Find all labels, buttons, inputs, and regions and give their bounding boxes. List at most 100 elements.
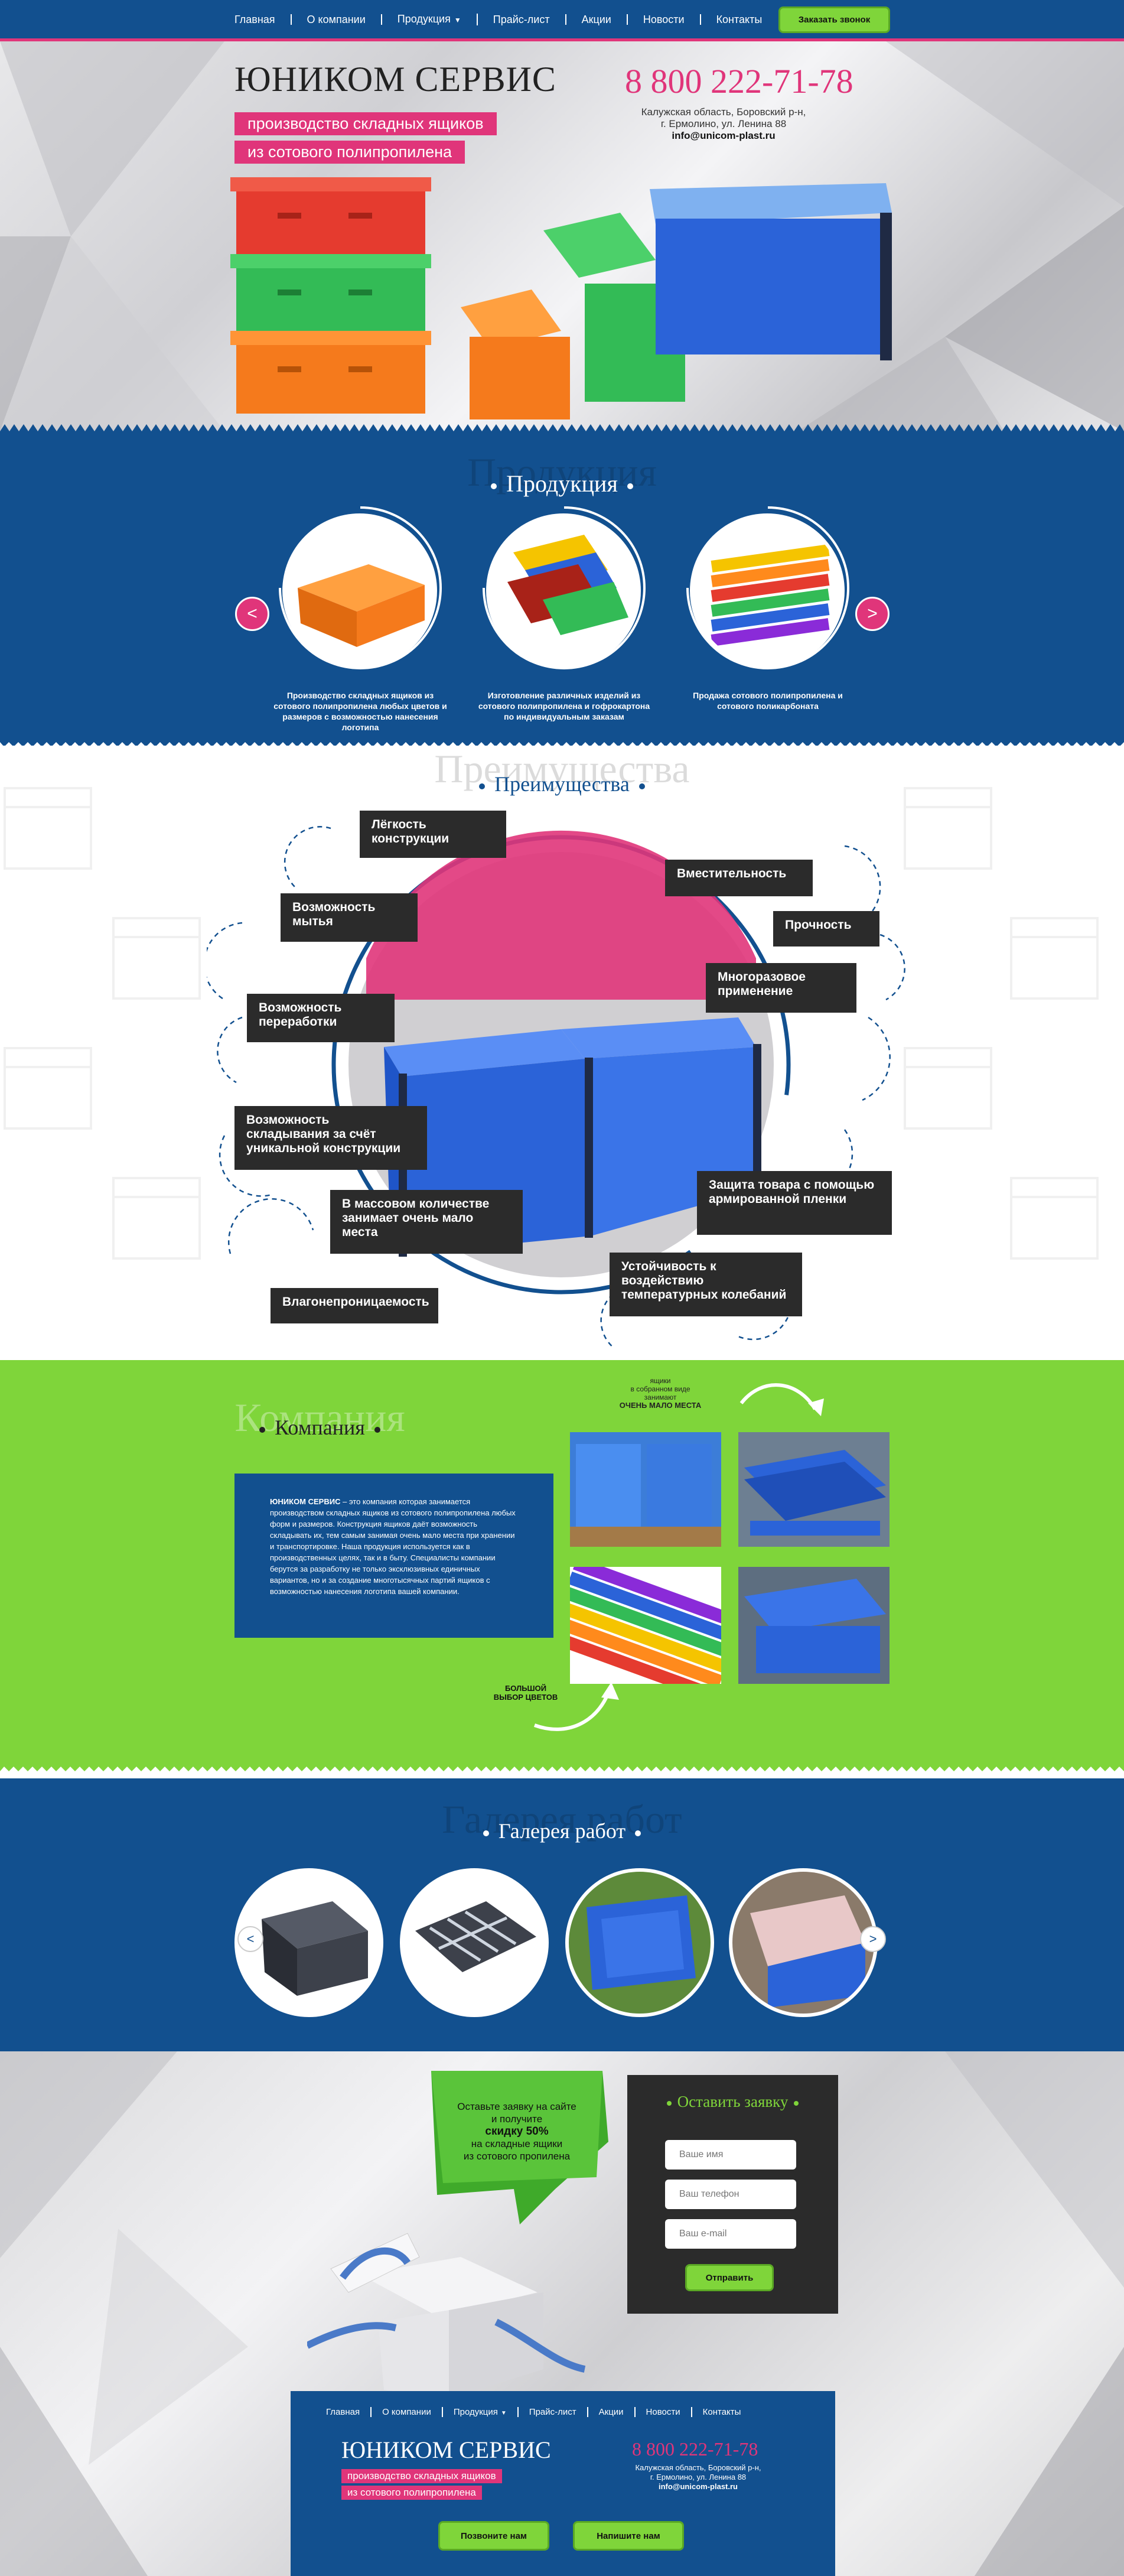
nav-link-products[interactable]: Продукция▼ [382, 12, 478, 25]
gallery-photo-divider-box [403, 1872, 545, 2014]
advantage-label-strength: Прочность [773, 911, 879, 947]
footer-address: Калужская область, Боровский р-н, г. Ерм… [621, 2463, 775, 2492]
products-title-text: Продукция [506, 470, 618, 497]
box-outline-decoration [904, 1047, 992, 1130]
curved-arrow-icon [739, 1383, 824, 1416]
nav-link-promotions[interactable]: Акции [566, 14, 628, 25]
promo-line: на складные ящики [471, 2138, 563, 2149]
bullet-icon [666, 2100, 672, 2106]
product-circle-2[interactable] [490, 517, 637, 665]
photo-flat-stack-boxes [738, 1567, 890, 1684]
nav-link-home[interactable]: Главная [234, 14, 292, 25]
photo-folded-boxes-pallet [738, 1432, 890, 1547]
nav-link-price[interactable]: Прайс-лист [478, 14, 566, 25]
request-form-title-text: Оставить заявку [677, 2093, 789, 2110]
hero-boxes-image [230, 177, 892, 419]
promo-line: из сотового пропилена [463, 2151, 571, 2162]
tagline-2: из сотового полипропилена [234, 141, 465, 164]
nav-link-products-label: Продукция [397, 12, 451, 25]
bullet-icon [635, 1830, 641, 1836]
products-title: Продукция [0, 470, 1124, 497]
gallery-prev-button[interactable]: < [237, 1926, 263, 1952]
polygon-background [0, 41, 1124, 431]
promo-line: и получите [491, 2113, 543, 2125]
product-image-orange-box [286, 517, 434, 665]
footer-brand-name: ЮНИКОМ СЕРВИС [341, 2437, 551, 2463]
bullet-icon [627, 483, 633, 489]
company-photo-colors[interactable] [570, 1567, 721, 1684]
company-photo-pallet[interactable] [738, 1432, 890, 1547]
gallery-item-3[interactable] [569, 1872, 711, 2014]
submit-button[interactable]: Отправить [685, 2264, 774, 2291]
products-prev-button[interactable]: < [235, 597, 269, 631]
promo-line: Оставьте заявку на сайте [457, 2101, 576, 2112]
phone-input[interactable] [665, 2180, 796, 2209]
footer-tagline-2: из сотового полипропилена [341, 2486, 482, 2500]
footer-link-price[interactable]: Прайс-лист [519, 2406, 588, 2417]
footer-link-news[interactable]: Новости [636, 2406, 692, 2417]
footer-link-home[interactable]: Главная [326, 2406, 372, 2417]
products-next-button[interactable]: > [855, 597, 890, 631]
note-line: в собранном виде [630, 1385, 690, 1393]
advantage-label-washable: Возможность мытья [281, 893, 418, 942]
footer-phone[interactable]: 8 800 222-71-78 [632, 2438, 758, 2460]
company-title: Компания [0, 1415, 882, 1440]
promo-discount: скидку 50% [485, 2125, 549, 2138]
footer-link-products-label: Продукция [453, 2406, 498, 2417]
email-input[interactable] [665, 2219, 796, 2249]
bullet-icon [491, 483, 497, 489]
zigzag-divider [0, 2047, 1124, 2055]
footer-email[interactable]: info@unicom-plast.ru [658, 2482, 738, 2491]
polygon-background [0, 2051, 1124, 2576]
advantage-label-recyclable: Возможность переработки [247, 994, 395, 1042]
top-navigation: Главная О компании Продукция▼ Прайс-лист… [0, 0, 1124, 41]
zigzag-divider [0, 424, 1124, 437]
gallery-section [0, 1778, 1124, 2051]
company-photo-stacked-boxes[interactable] [570, 1432, 721, 1547]
footer-nav: Главная О компании Продукция▼ Прайс-лист… [326, 2391, 751, 2432]
zigzag-divider [0, 739, 1124, 747]
request-form-title: Оставить заявку [627, 2093, 838, 2111]
header-address: Калужская область, Боровский р-н, г. Ерм… [626, 106, 821, 142]
gallery-photo-film-box [732, 1872, 874, 2014]
nav-link-news[interactable]: Новости [628, 14, 701, 25]
products-ghost-title: Продукция [467, 450, 657, 495]
footer-link-promotions[interactable]: Акции [588, 2406, 636, 2417]
gallery-item-4[interactable] [732, 1872, 874, 2014]
name-input[interactable] [665, 2140, 796, 2170]
footer-link-products[interactable]: Продукция▼ [443, 2406, 519, 2417]
bullet-icon [259, 1426, 266, 1433]
footer-address-line-1: Калужская область, Боровский р-н, [635, 2463, 761, 2472]
footer-link-contacts[interactable]: Контакты [702, 2406, 741, 2417]
nav-link-about[interactable]: О компании [292, 14, 382, 25]
footer-call-button[interactable]: Позвоните нам [438, 2521, 549, 2551]
box-outline-decoration [4, 1047, 92, 1130]
company-title-text: Компания [275, 1416, 365, 1439]
footer-write-button[interactable]: Напишите нам [573, 2521, 684, 2551]
footer-link-about[interactable]: О компании [372, 2406, 443, 2417]
hero-section: ЮНИКОМ СЕРВИС производство складных ящик… [0, 41, 1124, 431]
product-circle-1[interactable] [286, 517, 434, 665]
product-image-colored-trays [490, 517, 637, 665]
advantage-label-film-protection: Защита товара с помощью армированной пле… [697, 1171, 892, 1235]
gallery-next-button[interactable]: > [860, 1926, 886, 1952]
promo-ribbon [431, 2071, 608, 2224]
product-circle-3[interactable] [693, 517, 841, 665]
advantage-label-capacity: Вместительность [665, 860, 813, 896]
bullet-icon [638, 783, 645, 789]
callback-button[interactable]: Заказать звонок [778, 6, 890, 33]
address-line-1: Калужская область, Боровский р-н, [641, 106, 806, 118]
box-outline-decoration [1010, 1177, 1099, 1260]
nav-link-contacts[interactable]: Контакты [716, 13, 763, 25]
gallery-item-2[interactable] [403, 1872, 545, 2014]
box-outline-decoration [112, 1177, 201, 1260]
box-outline-decoration [904, 787, 992, 870]
advantage-label-foldable: Возможность складывания за счёт уникальн… [234, 1106, 427, 1170]
company-photo-flat-stack[interactable] [738, 1567, 890, 1684]
header-email[interactable]: info@unicom-plast.ru [672, 130, 776, 141]
company-section [0, 1360, 1124, 1768]
header-phone[interactable]: 8 800 222-71-78 [625, 62, 853, 100]
note-line: ВЫБОР ЦВЕТОВ [493, 1693, 558, 1702]
advantages-title: Преимущества [0, 772, 1124, 796]
note-line-strong: ОЧЕНЬ МАЛО МЕСТА [619, 1401, 702, 1410]
